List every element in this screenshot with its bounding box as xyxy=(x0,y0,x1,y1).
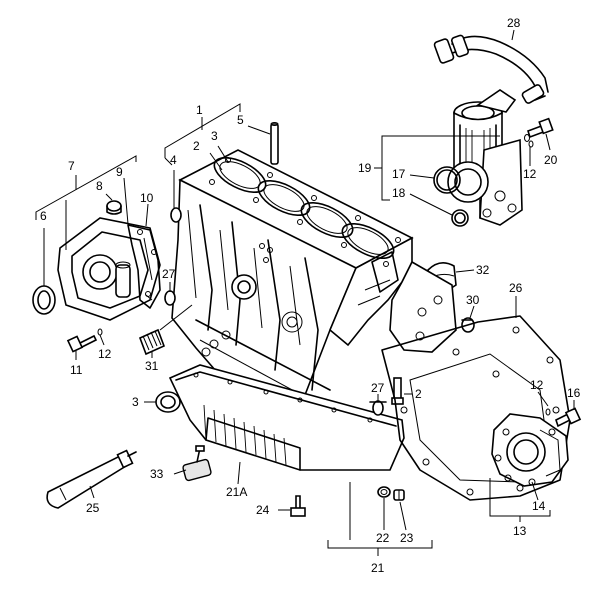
callout-labels: 1 2 3 4 5 6 7 8 9 10 11 12 27 31 3 28 19… xyxy=(40,16,581,575)
drain-bolt-24 xyxy=(290,495,306,517)
drain-plug-23 xyxy=(393,489,405,501)
label-3: 3 xyxy=(211,129,218,143)
bolt-20 xyxy=(524,117,554,148)
label-20: 20 xyxy=(544,153,558,167)
label-12-front: 12 xyxy=(98,347,112,361)
label-11: 11 xyxy=(70,363,83,377)
crankshaft-seal-6 xyxy=(32,285,56,315)
label-21: 21 xyxy=(371,561,385,575)
rear-seal-flange-14 xyxy=(491,408,569,487)
engine-block xyxy=(171,149,414,442)
breather-hose xyxy=(433,34,549,104)
o-rings xyxy=(433,166,469,227)
label-6: 6 xyxy=(40,209,47,223)
label-10: 10 xyxy=(140,191,154,205)
sealing-flange-front xyxy=(57,200,161,321)
leader-lines xyxy=(35,29,575,556)
label-18: 18 xyxy=(392,186,406,200)
label-4: 4 xyxy=(170,153,177,167)
label-14: 14 xyxy=(532,499,546,513)
label-13: 13 xyxy=(513,524,527,538)
gasket-9-10 xyxy=(127,224,161,309)
plug-4 xyxy=(170,207,182,223)
label-33: 33 xyxy=(150,467,164,481)
label-1: 1 xyxy=(196,103,203,117)
label-12-top: 12 xyxy=(523,167,537,181)
spring-31 xyxy=(138,328,166,356)
label-8: 8 xyxy=(96,179,103,193)
label-19: 19 xyxy=(358,161,372,175)
dowel-pin-5 xyxy=(270,122,279,165)
bolt-2 xyxy=(391,377,404,405)
label-2-right: 2 xyxy=(415,387,422,401)
oil-filter-flange xyxy=(447,89,523,226)
sealant-tube-25 xyxy=(46,449,137,509)
oil-level-sender-33 xyxy=(182,445,212,482)
label-17: 17 xyxy=(392,167,406,181)
seal-3 xyxy=(155,391,181,413)
label-27-right: 27 xyxy=(371,381,385,395)
label-2: 2 xyxy=(193,139,200,153)
label-22: 22 xyxy=(376,531,390,545)
label-9: 9 xyxy=(116,165,123,179)
label-3-seal: 3 xyxy=(132,395,139,409)
seal-ring-22 xyxy=(377,486,391,498)
oil-sump xyxy=(168,364,405,471)
label-23: 23 xyxy=(400,531,414,545)
bolt-16 xyxy=(555,407,582,428)
label-27-left: 27 xyxy=(162,267,176,281)
label-24: 24 xyxy=(256,503,270,517)
label-30: 30 xyxy=(466,293,480,307)
label-26: 26 xyxy=(509,281,523,295)
rear-bracket xyxy=(389,260,457,353)
label-5: 5 xyxy=(237,113,244,127)
bolt-11 xyxy=(66,328,103,353)
label-25: 25 xyxy=(86,501,100,515)
label-28: 28 xyxy=(507,16,521,30)
label-21A: 21A xyxy=(226,485,247,499)
label-12-right: 12 xyxy=(530,378,544,392)
label-32: 32 xyxy=(476,263,490,277)
sleeve-27-left xyxy=(164,290,176,306)
label-7: 7 xyxy=(68,159,75,173)
label-31: 31 xyxy=(145,359,159,373)
label-16: 16 xyxy=(567,386,581,400)
